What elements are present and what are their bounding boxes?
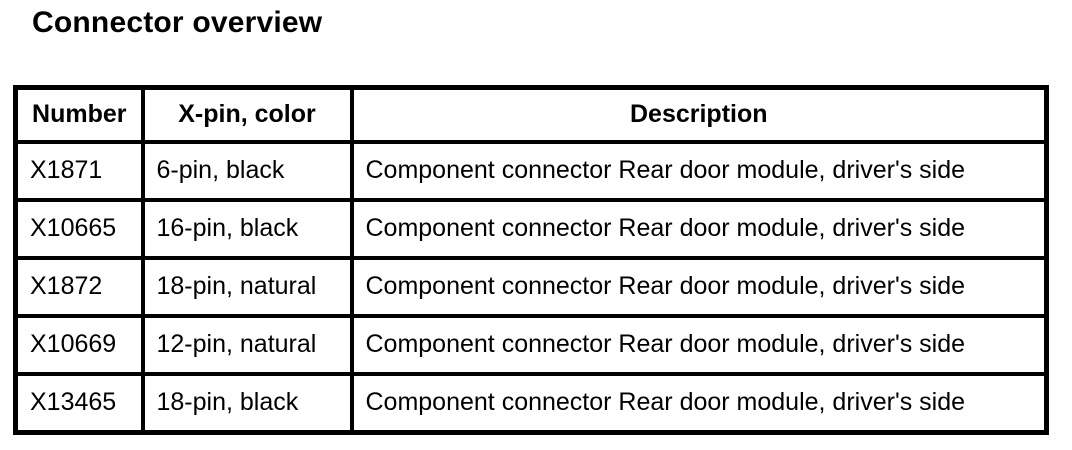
table-row: X1872 18-pin, natural Component connecto… — [13, 256, 1049, 318]
pin-color-cell: 6-pin, black — [140, 140, 354, 202]
number-cell: X13465 — [13, 372, 145, 435]
pin-color-cell: 18-pin, natural — [140, 256, 354, 318]
table-row: X1871 6-pin, black Component connector R… — [13, 140, 1049, 202]
pin-color-cell: 18-pin, black — [140, 372, 354, 435]
connector-overview-table: Number X-pin, color Description X1871 6-… — [13, 85, 1049, 435]
number-cell: X1872 — [13, 256, 145, 318]
table-row: X13465 18-pin, black Component connector… — [13, 372, 1049, 435]
pin-color-cell: 12-pin, natural — [140, 314, 354, 376]
page-title: Connector overview — [32, 6, 323, 39]
number-column-header: Number — [13, 85, 145, 144]
pin-color-cell: 16-pin, black — [140, 198, 354, 260]
description-cell: Component connector Rear door module, dr… — [349, 256, 1049, 318]
description-cell: Component connector Rear door module, dr… — [349, 372, 1049, 435]
number-cell: X1871 — [13, 140, 145, 202]
number-cell: X10665 — [13, 198, 145, 260]
table-row: X10669 12-pin, natural Component connect… — [13, 314, 1049, 376]
description-cell: Component connector Rear door module, dr… — [349, 198, 1049, 260]
description-cell: Component connector Rear door module, dr… — [349, 314, 1049, 376]
description-column-header: Description — [349, 85, 1049, 144]
table-row: X10665 16-pin, black Component connector… — [13, 198, 1049, 260]
pin-color-column-header: X-pin, color — [140, 85, 354, 144]
description-cell: Component connector Rear door module, dr… — [349, 140, 1049, 202]
number-cell: X10669 — [13, 314, 145, 376]
table-header-row: Number X-pin, color Description — [13, 85, 1049, 144]
